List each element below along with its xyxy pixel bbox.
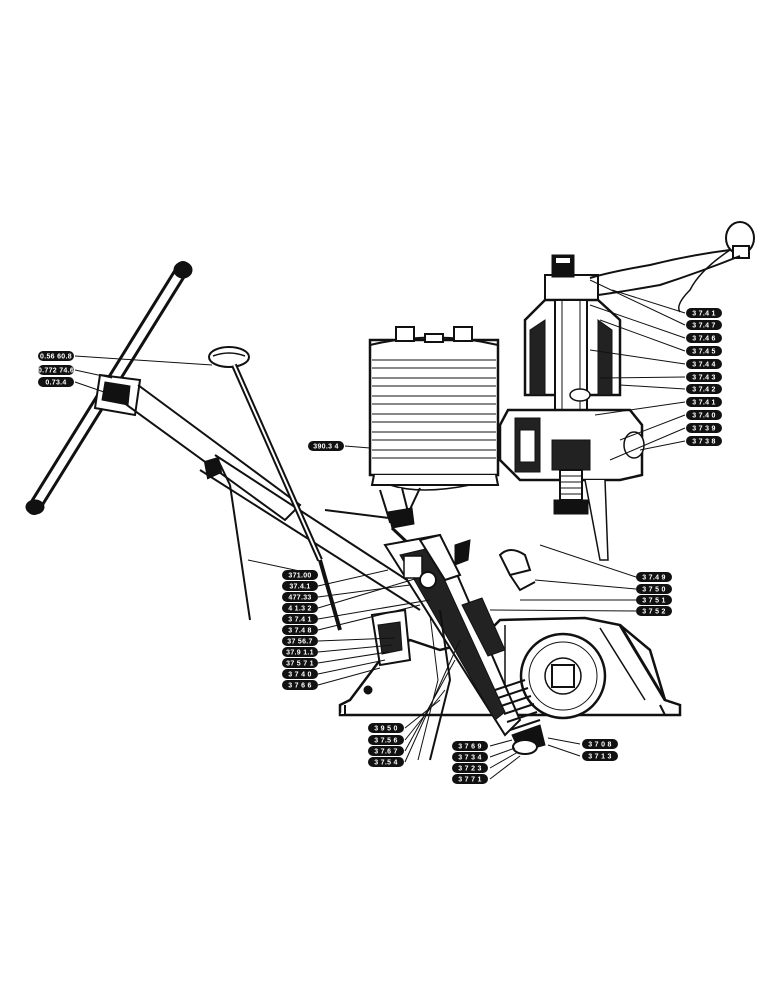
callout: 3 7 1 3: [582, 751, 618, 761]
callout-label: 3 7 0 8: [588, 742, 612, 749]
callout-label: 3 7.6 7: [374, 749, 398, 756]
callout: 3 7.4 2: [686, 384, 722, 394]
callout-label: 3 7.4 1: [692, 311, 716, 318]
callout-label: 3 7.4 9: [642, 575, 666, 582]
callout: 3 7.4 1: [686, 308, 722, 318]
callout: 3 7.4 1: [282, 614, 318, 624]
callout: 3 7 6 9: [452, 741, 488, 751]
callout: 3 7.4 3: [686, 372, 722, 382]
callouts-middle-right: 3 7.4 9 3 7 5 0 3 7 5 1 3 7 5 2: [636, 572, 672, 616]
callout: 37 56.7: [282, 636, 318, 646]
callout: 3 7.5 4: [368, 757, 404, 767]
callout: 3 7.6 7: [368, 746, 404, 756]
worm-shaft-assembly: [370, 533, 546, 761]
callouts-lower-mid: 3 7 6 9 3 7 3 4 3 7 2 3 3 7 7 1: [452, 741, 488, 784]
control-lever: [208, 346, 342, 631]
callout-label: 3 7.4 4: [692, 362, 716, 369]
callout-label: 390.3 4: [313, 444, 338, 451]
callout-label: 3 7 3 4: [458, 755, 482, 762]
callouts-tank: 390.3 4: [308, 441, 344, 451]
callout: 37.4.1: [282, 581, 318, 591]
callout: 3 7 3 9: [686, 423, 722, 433]
callout-label: 37 5 7 1: [286, 661, 314, 668]
callout-label: 3 7 3 8: [692, 439, 716, 446]
drag-link-arm: [589, 221, 755, 313]
callout: 477.33: [282, 592, 318, 602]
callout-label: 0.73.4: [45, 380, 66, 387]
steering-wheel: [25, 261, 193, 515]
callout-label: 3 7 5 2: [642, 609, 666, 616]
callout: 37 5 7 1: [282, 658, 318, 668]
steering-column: [119, 384, 431, 621]
callout: 3 7 7 1: [452, 774, 488, 784]
callout-label: 0.56 60.8: [40, 354, 72, 361]
callout: 4 1.3 2: [282, 603, 318, 613]
callout-label: 3 7 6 9: [458, 744, 482, 751]
callout: 3 7.4 0: [686, 410, 722, 420]
callout: 3 7 5 0: [636, 584, 672, 594]
callout-label: 4 1.3 2: [288, 606, 312, 613]
upper-housing-section: [498, 254, 645, 561]
callout-label: 3 7.4 8: [288, 628, 312, 635]
callout-label: 3 7.4 1: [692, 400, 716, 407]
callout-label: 477.33: [288, 595, 311, 602]
callout: 3 7.4 7: [686, 320, 722, 330]
callout: 3 9 5 0: [368, 723, 404, 733]
callout-label: 3 7.4 7: [692, 323, 716, 330]
callout: 3 7.4 8: [282, 625, 318, 635]
callout: 3 7 0 8: [582, 739, 618, 749]
callout-label: 3 7 3 9: [692, 426, 716, 433]
callout-label: 37.4.1: [289, 584, 310, 591]
callout: 0.73.4: [38, 377, 74, 387]
callout-label: 3 7 2 3: [458, 766, 482, 773]
callout-label: 3 7.4 0: [692, 413, 716, 420]
callout: 3 7 4 0: [282, 669, 318, 679]
reservoir-tank: [324, 326, 500, 547]
callout-label: 3 7.4 5: [692, 349, 716, 356]
callout: 3 7 6 6: [282, 680, 318, 690]
callout-label: 3 7.4 2: [692, 387, 716, 394]
callout: 390.3 4: [308, 441, 344, 451]
callout: 0.772 74.6: [38, 365, 74, 375]
callout: 0.56 60.8: [38, 351, 74, 361]
callout: 3 7.4 6: [686, 333, 722, 343]
callout-label: 3 7.5 6: [374, 738, 398, 745]
callout-label: 3 7 7 1: [458, 777, 482, 784]
callout-label: 0.772 74.6: [38, 368, 74, 375]
callouts-lever-group: 371.00 37.4.1 477.33 4 1.3 2 3 7.4 1 3 7…: [282, 570, 318, 690]
callout-label: 37 56.7: [287, 639, 312, 646]
callout-label: 3 7 6 6: [288, 683, 312, 690]
callout: 3 7.4 5: [686, 346, 722, 356]
callout-label: 3 7.4 1: [288, 617, 312, 624]
callouts-lower-left: 3 9 5 0 3 7.5 6 3 7.6 7 3 7.5 4: [368, 723, 404, 767]
callout: 3 7.4 1: [686, 397, 722, 407]
callouts-upper-housing: 3 7.4 1 3 7.4 7 3 7.4 6 3 7.4 5 3 7.4 4 …: [686, 308, 722, 446]
callout: 3 7 5 2: [636, 606, 672, 616]
callout-label: 37.9 1.1: [286, 650, 314, 657]
callout-label: 3 7 4 0: [288, 672, 312, 679]
callout-label: 371.00: [288, 573, 311, 580]
callout: 3 7.4 9: [636, 572, 672, 582]
callout: 3 7 5 1: [636, 595, 672, 605]
callout: 37.9 1.1: [282, 647, 318, 657]
callout: 3 7.5 6: [368, 735, 404, 745]
callout: 3 7 3 8: [686, 436, 722, 446]
callout-label: 3 7.4 3: [692, 375, 716, 382]
callout-label: 3 7.4 6: [692, 336, 716, 343]
callout: 3 7.4 4: [686, 359, 722, 369]
callouts-steering-wheel: 0.56 60.8 0.772 74.6 0.73.4: [38, 351, 74, 387]
callout-label: 3 9 5 0: [374, 726, 398, 733]
callout: 371.00: [282, 570, 318, 580]
callout: 3 7 2 3: [452, 763, 488, 773]
callout-label: 3 7.5 4: [374, 760, 398, 767]
callout-label: 3 7 5 1: [642, 598, 666, 605]
leader-lines: [74, 279, 686, 780]
callout-label: 3 7 1 3: [588, 754, 612, 761]
callout-label: 3 7 5 0: [642, 587, 666, 594]
callouts-lower-right: 3 7 0 8 3 7 1 3: [582, 739, 618, 761]
callout: 3 7 3 4: [452, 752, 488, 762]
gear-box-housing: [338, 616, 682, 720]
